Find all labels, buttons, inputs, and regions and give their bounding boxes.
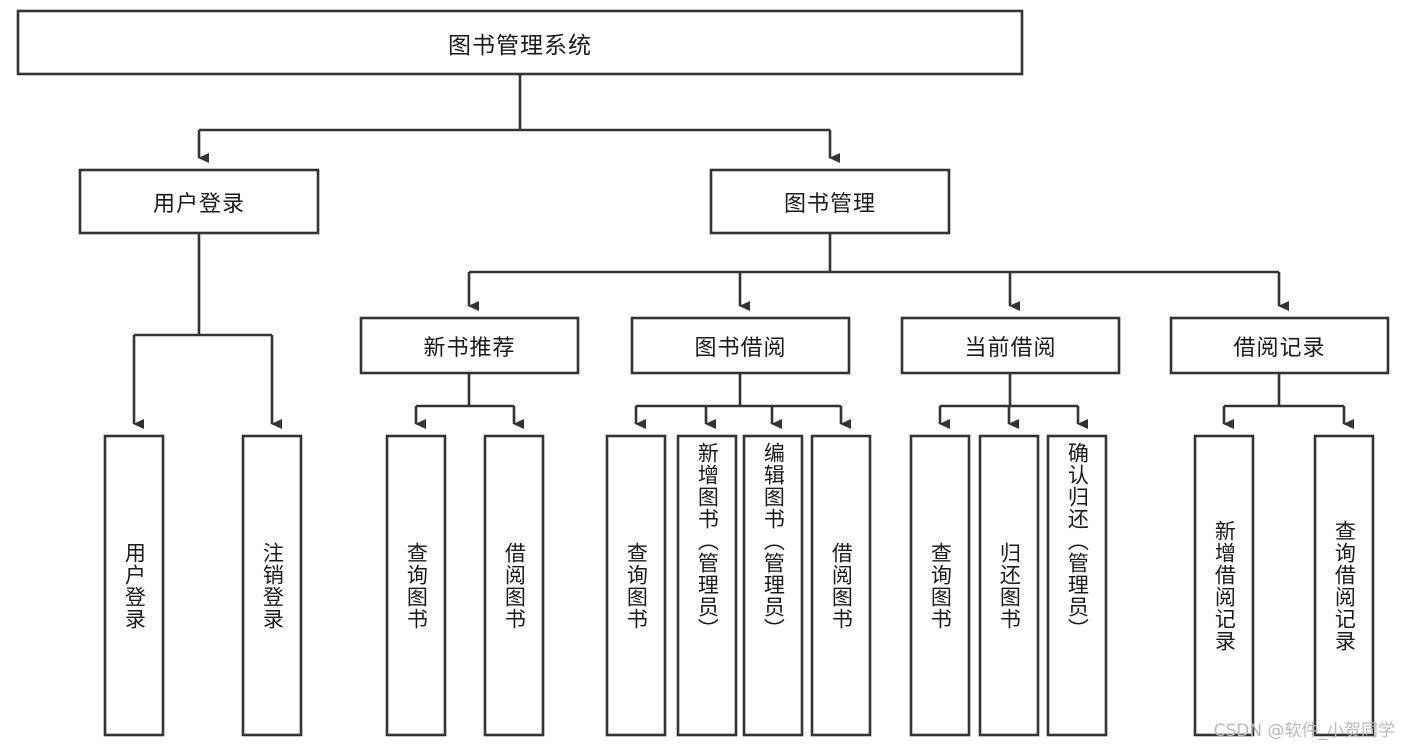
connector-group-root bbox=[197, 74, 840, 163]
node-box-return-book[interactable] bbox=[978, 434, 1040, 737]
connector-group-new-book-recommend bbox=[414, 373, 524, 429]
node-box-query-book-1[interactable] bbox=[385, 434, 447, 737]
node-box-root[interactable] bbox=[16, 9, 1024, 76]
node-box-current-borrow[interactable] bbox=[900, 316, 1121, 375]
node-box-query-book-3[interactable] bbox=[909, 434, 971, 737]
node-box-edit-book-admin[interactable] bbox=[742, 434, 804, 737]
node-box-borrow-records[interactable] bbox=[1169, 316, 1390, 375]
node-box-borrow-book-2[interactable] bbox=[810, 434, 872, 737]
node-box-new-book-recommend[interactable] bbox=[359, 316, 580, 375]
connector-group-current-borrow bbox=[938, 373, 1088, 429]
node-box-book-management[interactable] bbox=[709, 168, 951, 235]
node-box-book-borrow[interactable] bbox=[630, 316, 851, 375]
node-box-add-borrow-record[interactable] bbox=[1193, 434, 1255, 737]
node-box-query-borrow-record[interactable] bbox=[1313, 434, 1375, 737]
node-box-borrow-book-1[interactable] bbox=[483, 434, 545, 737]
node-box-add-book-admin[interactable] bbox=[676, 434, 738, 737]
connector-group-user-login bbox=[132, 233, 282, 429]
node-box-user-login-do[interactable] bbox=[103, 434, 165, 737]
node-box-user-login[interactable] bbox=[78, 168, 320, 235]
node-box-query-book-2[interactable] bbox=[605, 434, 667, 737]
connector-group-borrow-records bbox=[1222, 373, 1354, 429]
node-box-user-logout[interactable] bbox=[241, 434, 303, 737]
connector-group-book-borrow bbox=[634, 373, 851, 429]
node-box-confirm-return-admin[interactable] bbox=[1046, 434, 1108, 737]
connector-group-book-management bbox=[467, 233, 1289, 311]
